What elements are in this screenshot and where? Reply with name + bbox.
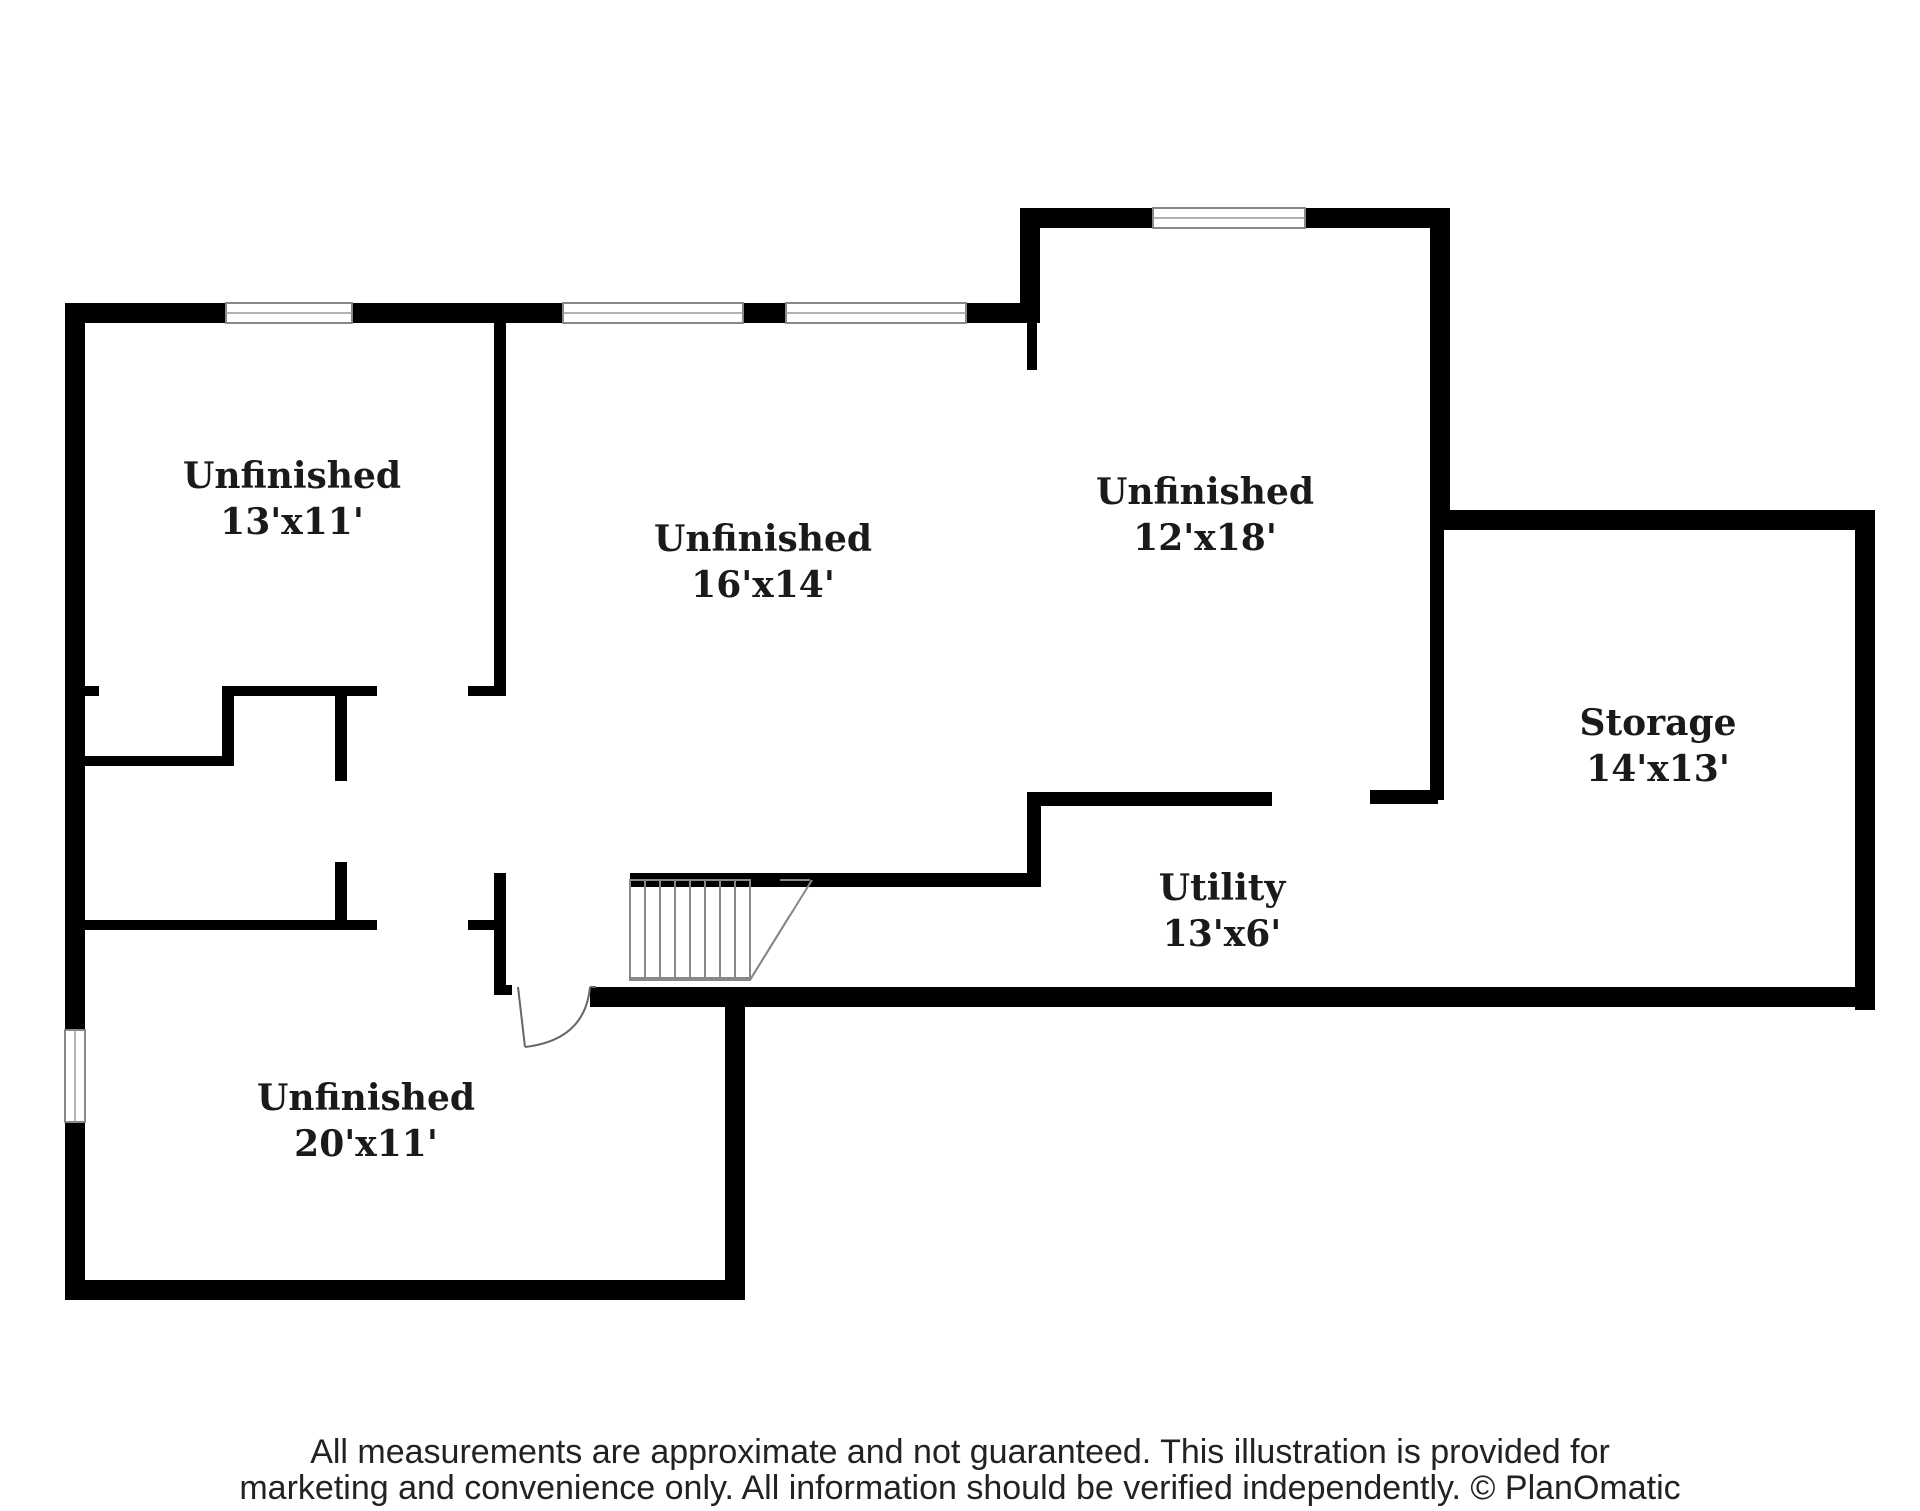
- room-label-top-left: Unfinished: [183, 455, 401, 497]
- room-size-top-left: 13'x11': [220, 501, 364, 543]
- disclaimer: All measurements are approximate and not…: [0, 1434, 1920, 1506]
- room-label-storage: Storage: [1579, 702, 1736, 744]
- window-panes: [74, 217, 1305, 1122]
- interior-walls: [85, 315, 1444, 995]
- room-label-utility: Utility: [1159, 867, 1287, 909]
- door: [517, 986, 596, 1048]
- disclaimer-line-2: marketing and convenience only. All info…: [239, 1469, 1681, 1507]
- room-size-bottom-left: 20'x11': [294, 1123, 438, 1165]
- windows: [64, 207, 1306, 1123]
- room-size-storage: 14'x13': [1586, 748, 1730, 790]
- room-label-bottom-left: Unfinished: [257, 1077, 475, 1119]
- disclaimer-line-1: All measurements are approximate and not…: [310, 1433, 1610, 1471]
- room-size-top-right: 12'x18': [1133, 517, 1277, 559]
- room-label-top-right: Unfinished: [1096, 471, 1314, 513]
- room-size-utility: 13'x6': [1163, 913, 1282, 955]
- room-size-center: 16'x14': [691, 564, 835, 606]
- stairs: [629, 879, 813, 981]
- room-label-center: Unfinished: [654, 518, 872, 560]
